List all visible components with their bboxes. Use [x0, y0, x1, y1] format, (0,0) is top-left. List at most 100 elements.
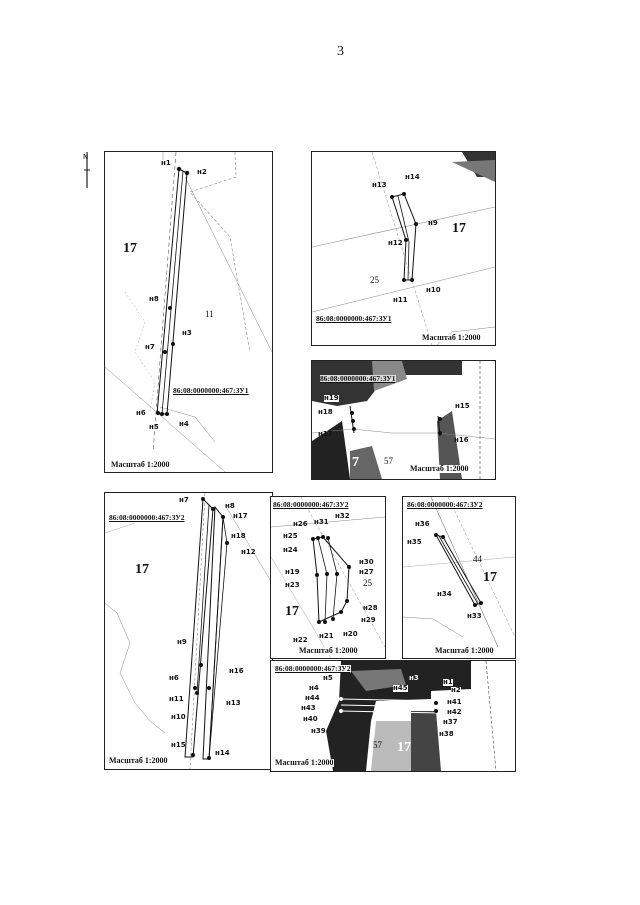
point-label: н6: [136, 409, 146, 417]
point-label: н26: [293, 520, 308, 528]
point-label: н36: [415, 520, 430, 528]
point-label: н12: [388, 239, 403, 247]
point-label: н2: [197, 168, 207, 176]
point-label: н9: [428, 219, 438, 227]
area-number: 25: [370, 275, 379, 285]
point-label: н43: [301, 704, 316, 712]
area-number: 44: [473, 554, 482, 564]
scale-label: Масштаб 1:2000: [111, 460, 170, 469]
point-label: н35: [407, 538, 422, 546]
point-label: н27: [359, 568, 374, 576]
point-label: н21: [319, 632, 334, 640]
point-label: н29: [361, 616, 376, 624]
point-label: н3: [409, 674, 419, 682]
point-label: н40: [303, 715, 318, 723]
point-label: н13: [372, 181, 387, 189]
point-label: н20: [343, 630, 358, 638]
point-label: н12: [241, 548, 256, 556]
scale-label: Масштаб 1:2000: [410, 464, 469, 473]
point-label: н7: [145, 343, 155, 351]
point-label: н28: [363, 604, 378, 612]
point-label: н39: [311, 727, 326, 735]
point-label: н16: [229, 667, 244, 675]
point-label: н23: [285, 581, 300, 589]
point-label: н34: [437, 590, 452, 598]
point-label: н17: [318, 430, 333, 438]
area-number: 17: [452, 221, 466, 236]
point-label: н42: [447, 708, 462, 716]
cadastral-number: 86:08:0000000:467:ЗУ1: [173, 386, 249, 395]
point-label: н7: [179, 496, 189, 504]
point-label: н18: [231, 532, 246, 540]
point-label: н13: [226, 699, 241, 707]
point-label: н17: [233, 512, 248, 520]
point-label: н15: [455, 402, 470, 410]
point-label: н14: [215, 749, 230, 757]
point-label: н8: [225, 502, 235, 510]
cadastral-number: 86:08:0000000:467:ЗУ2: [109, 513, 185, 522]
cadastral-number: 86:08:0000000:467:ЗУ1: [320, 374, 396, 383]
area-number: 17: [397, 740, 411, 755]
point-label: н24: [283, 546, 298, 554]
scale-label: Масштаб 1:2000: [299, 646, 358, 655]
cadastral-number: 86:08:0000000:467:ЗУ2: [407, 500, 483, 509]
point-label: н25: [283, 532, 298, 540]
point-label: н11: [393, 296, 408, 304]
scale-label: Масштаб 1:2000: [275, 758, 334, 767]
map-zu2-detail-upper: 17 25 н26 н31 н32 н25 н24 н30 н19 н27 н2…: [270, 496, 386, 659]
point-label: н9: [177, 638, 187, 646]
point-label: н11: [169, 695, 184, 703]
point-label: н30: [359, 558, 374, 566]
point-label: н31: [314, 518, 329, 526]
area-number: 17: [123, 241, 137, 256]
point-label: н18: [318, 408, 333, 416]
point-label: н3: [182, 329, 192, 337]
map-zu2-overview: 17 н7 н8 н17 н18 н12 н9 н6 н11 н10 н16 н…: [104, 492, 273, 770]
point-label: н5: [149, 423, 159, 431]
cadastral-number: 86:08:0000000:467:ЗУ2: [275, 664, 351, 673]
point-label: н10: [171, 713, 186, 721]
point-label: н6: [169, 674, 179, 682]
area-number: 7: [352, 455, 359, 470]
point-label: н15: [171, 741, 186, 749]
point-label: н38: [439, 730, 454, 738]
point-label: н22: [293, 636, 308, 644]
svg-text:N: N: [83, 153, 88, 161]
point-label: н19: [285, 568, 300, 576]
point-label: н33: [467, 612, 482, 620]
area-number: 57: [373, 740, 382, 750]
point-label: н14: [405, 173, 420, 181]
point-label: н37: [443, 718, 458, 726]
area-number: 17: [135, 562, 149, 577]
point-label: н10: [426, 286, 441, 294]
map-zu1-detail-upper: 17 25 н13 н14 н9 н12 н11 н10 86:08:00000…: [311, 151, 496, 346]
area-number: 11: [205, 309, 214, 319]
area-number: 57: [384, 456, 393, 466]
point-label: н19: [324, 394, 339, 402]
cadastral-number: 86:08:0000000:467:ЗУ2: [273, 500, 349, 509]
point-label: н1: [161, 159, 171, 167]
point-label: н32: [335, 512, 350, 520]
map-zu1-overview: 17 11 н1 н2 н8 н3 н7 н6 н5 н4 86:08:0000…: [104, 151, 273, 473]
area-number: 25: [363, 578, 372, 588]
scale-label: Масштаб 1:2000: [422, 333, 481, 342]
north-arrow-icon: N: [83, 152, 90, 188]
scale-label: Масштаб 1:2000: [109, 756, 168, 765]
map-zu2-detail-right: 17 44 н36 н35 н34 н33 86:08:0000000:467:…: [402, 496, 516, 659]
area-number: 17: [483, 570, 497, 585]
point-label: н4: [309, 684, 319, 692]
map-zu2-detail-lower: 17 57 н5 н4 н44 н43 н40 н39 н45 н3 н1 н2…: [270, 660, 516, 772]
point-label: н2: [451, 686, 461, 694]
map-zu1-detail-lower: 7 57 н19 н18 н17 н15 н16 86:08:0000000:4…: [311, 360, 496, 480]
point-label: н4: [179, 420, 189, 428]
page-number: 3: [337, 44, 344, 59]
point-label: н44: [305, 694, 320, 702]
area-number: 17: [285, 604, 299, 619]
point-label: н16: [454, 436, 469, 444]
cadastral-number: 86:08:0000000:467:ЗУ1: [316, 314, 392, 323]
scale-label: Масштаб 1:2000: [435, 646, 494, 655]
point-label: н41: [447, 698, 462, 706]
point-label: н8: [149, 295, 159, 303]
point-label: н5: [323, 674, 333, 682]
point-label: н1: [443, 678, 453, 686]
